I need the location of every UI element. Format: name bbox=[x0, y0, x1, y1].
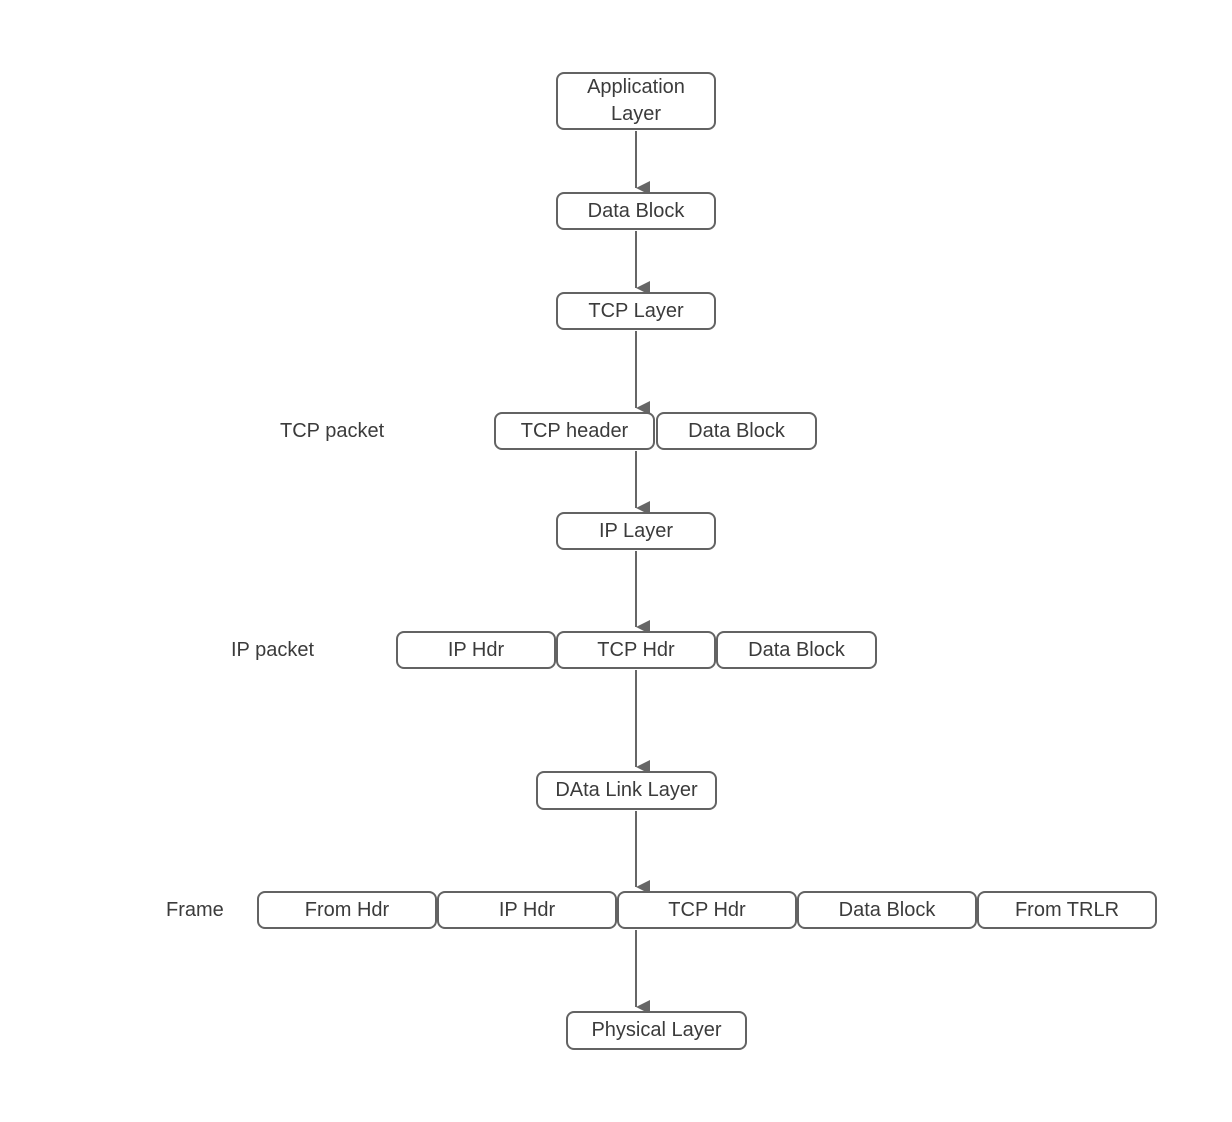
node-ip-packet-data-block: Data Block bbox=[716, 631, 877, 669]
row-label-frame: Frame bbox=[166, 898, 224, 921]
node-physical-layer: Physical Layer bbox=[566, 1011, 747, 1050]
row-label-ip-packet: IP packet bbox=[231, 638, 315, 661]
node-frame-from-trlr: From TRLR bbox=[977, 891, 1157, 929]
node-frame-from-hdr: From Hdr bbox=[257, 891, 437, 929]
node-ip-packet-tcp-hdr: TCP Hdr bbox=[556, 631, 716, 669]
node-frame-data-block: Data Block bbox=[797, 891, 977, 929]
node-tcp-layer: TCP Layer bbox=[556, 292, 716, 330]
node-ip-layer: IP Layer bbox=[556, 512, 716, 550]
node-frame-ip-hdr: IP Hdr bbox=[437, 891, 617, 929]
node-frame-tcp-hdr: TCP Hdr bbox=[617, 891, 797, 929]
node-data-block-top: Data Block bbox=[556, 192, 716, 230]
node-tcp-packet-data-block: Data Block bbox=[656, 412, 817, 450]
row-label-tcp-packet: TCP packet bbox=[280, 419, 385, 442]
node-tcp-header: TCP header bbox=[494, 412, 655, 450]
node-ip-packet-ip-hdr: IP Hdr bbox=[396, 631, 556, 669]
node-data-link-layer: DAta Link Layer bbox=[536, 771, 717, 810]
node-application-layer: Application Layer bbox=[556, 72, 716, 130]
